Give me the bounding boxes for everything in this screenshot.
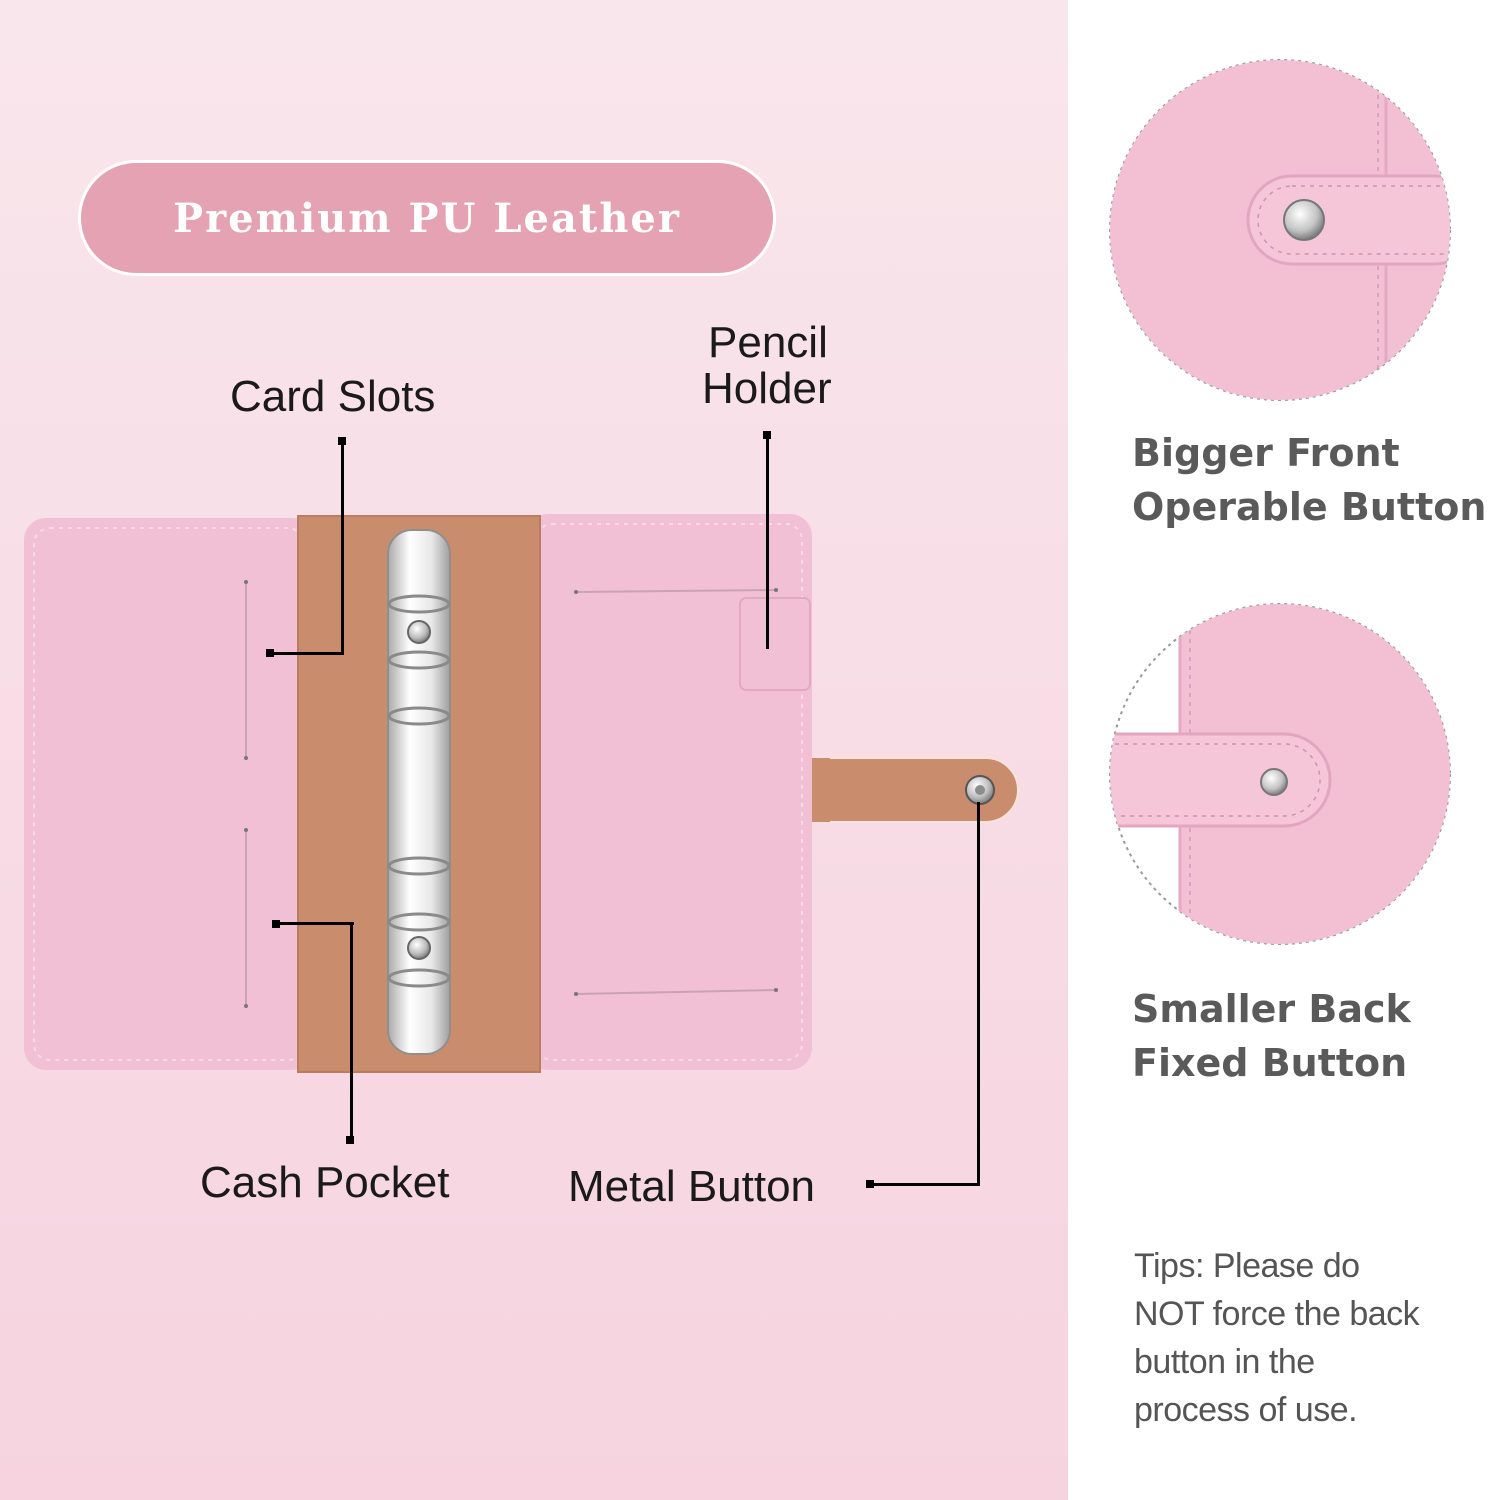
card-slots-dot-end	[266, 649, 274, 657]
ring-mechanism	[387, 529, 451, 1055]
cash-pocket-dot-end	[346, 1136, 354, 1144]
metal-button-dot-end	[866, 1180, 874, 1188]
cash-pocket-leader-vertical	[350, 922, 353, 1142]
card-slots-leader-vertical	[341, 441, 344, 655]
pencil-holder-label-line1: Pencil	[708, 318, 828, 367]
pencil-holder-leader	[766, 435, 769, 649]
binder-illustration	[24, 514, 1019, 1073]
back-button-caption-line1: Smaller Back	[1132, 987, 1411, 1031]
front-button-caption-line2: Operable Button	[1132, 485, 1487, 529]
premium-badge: Premium PU Leather	[78, 160, 776, 276]
left-cover	[24, 518, 314, 1070]
back-button-caption-line2: Fixed Button	[1132, 1041, 1408, 1085]
metal-button-leader-horizontal	[870, 1183, 980, 1186]
cash-pocket-leader-horizontal	[276, 922, 354, 925]
cash-pocket-label: Cash Pocket	[200, 1158, 450, 1207]
front-button-closeup	[1109, 59, 1451, 401]
card-slots-leader-horizontal	[270, 652, 344, 655]
metal-button-label: Metal Button	[568, 1162, 816, 1211]
back-button-closeup	[1109, 603, 1451, 945]
card-slots-label: Card Slots	[230, 372, 436, 421]
tips-line-3: button in the	[1134, 1343, 1315, 1381]
badge-text: Premium PU Leather	[173, 194, 681, 242]
tips-line-4: process of use.	[1134, 1391, 1358, 1429]
pencil-holder-label-line2: Holder	[702, 364, 832, 413]
tips-line-2: NOT force the back	[1134, 1295, 1420, 1333]
front-button-caption-line1: Bigger Front	[1132, 431, 1400, 475]
metal-button-leader-vertical	[977, 802, 980, 1186]
tips-line-1: Tips: Please do	[1134, 1247, 1360, 1285]
pencil-holder-loop	[739, 597, 811, 691]
tips-note: Tips: Please do NOT force the back butto…	[1134, 1242, 1474, 1434]
